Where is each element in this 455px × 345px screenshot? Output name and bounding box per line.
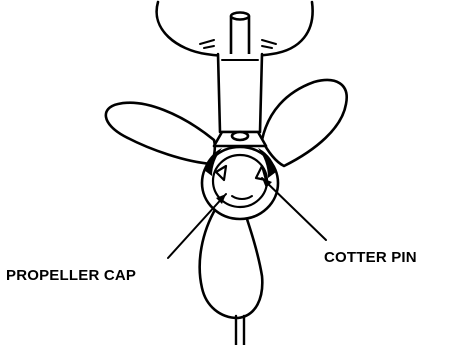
propeller-shaft-bottom — [236, 316, 244, 345]
cotter-pin-label: COTTER PIN — [324, 249, 417, 266]
propeller-blade-left — [106, 103, 215, 164]
gear-case — [218, 54, 262, 132]
drive-shaft-top — [231, 13, 249, 20]
hub-ring — [232, 132, 248, 140]
cotter-pin-leader — [262, 178, 326, 240]
propeller-cap-label: PROPELLER CAP — [6, 267, 136, 284]
propeller-blade-upper-right — [262, 80, 347, 166]
propeller-blade-lower — [200, 208, 263, 318]
